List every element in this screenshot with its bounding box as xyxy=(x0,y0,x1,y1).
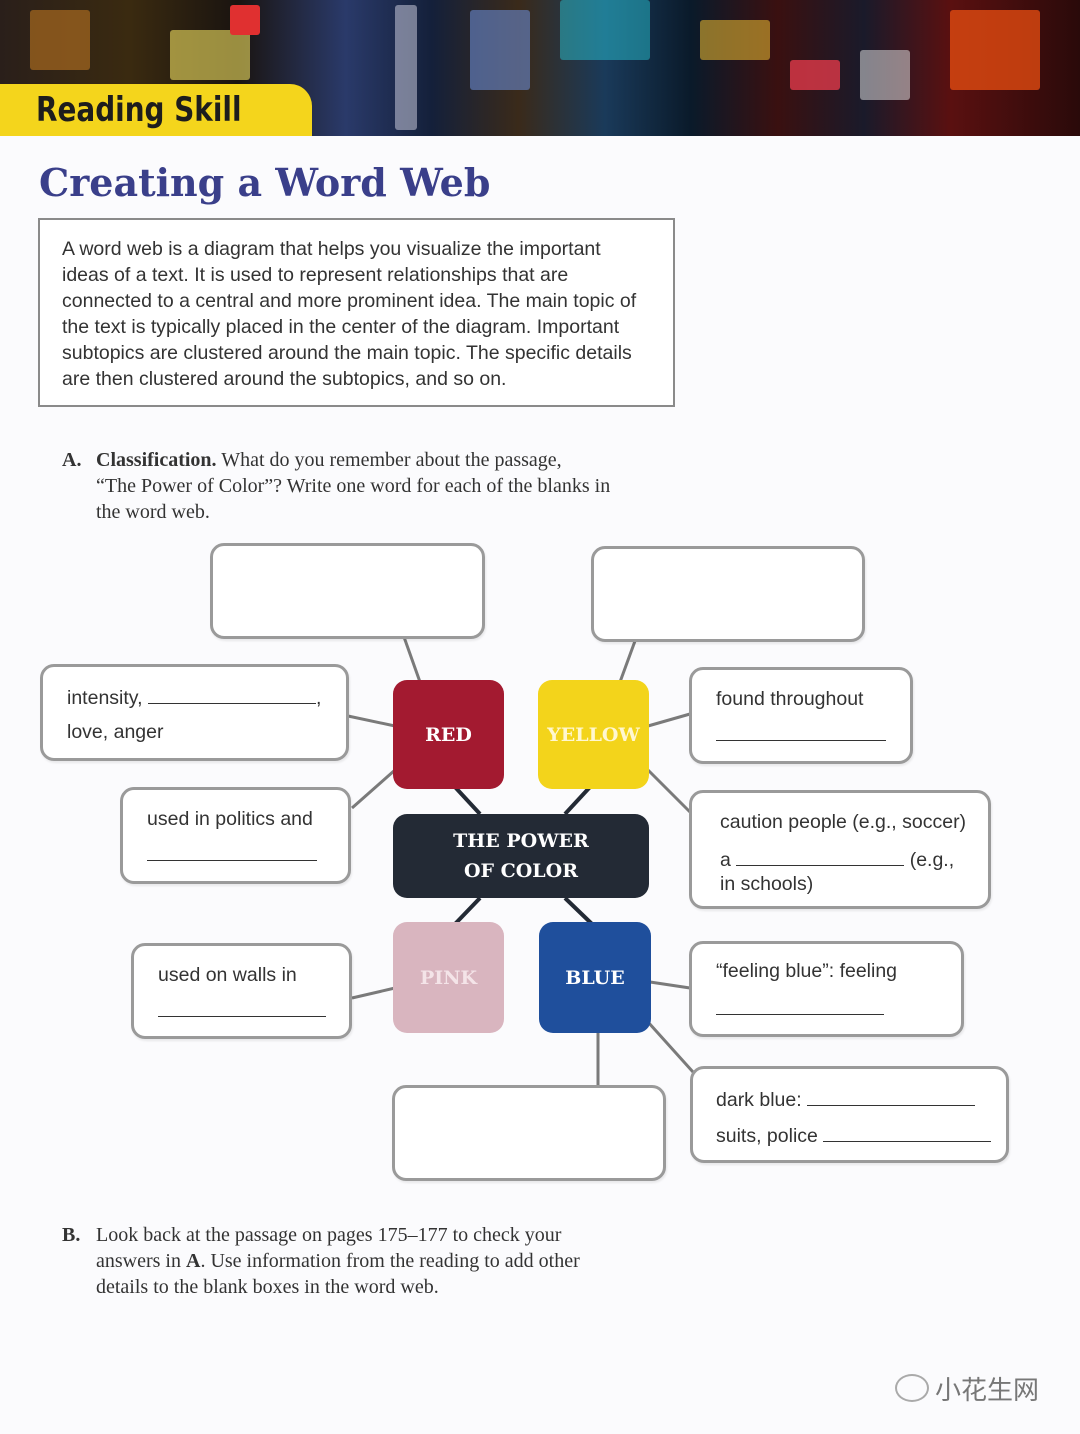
blue-detail-2-line2: suits, police xyxy=(716,1125,818,1147)
blank-box-red-top[interactable] xyxy=(210,543,485,639)
exercise-b-line2-post: . Use information from the reading to ad… xyxy=(200,1250,580,1272)
blue-node: BLUE xyxy=(539,922,651,1033)
watermark: 小花生网 xyxy=(935,1376,1040,1406)
intro-line: connected to a central and more prominen… xyxy=(62,290,637,312)
exercise-b-line3: details to the blank boxes in the word w… xyxy=(96,1276,439,1298)
watermark-logo-icon xyxy=(895,1374,929,1402)
central-topic-node: THE POWER OF COLOR xyxy=(393,814,649,898)
red-detail-1-comma: , xyxy=(315,687,322,709)
exercise-a-heading: Classification. xyxy=(96,449,217,471)
exercise-b-line2-pre: answers in xyxy=(96,1250,181,1272)
blue-detail-box-1: “feeling blue”: feeling xyxy=(689,941,964,1037)
red-detail-box-1: intensity, , love, anger xyxy=(40,664,349,761)
yellow-detail-1-text: found throughout xyxy=(716,688,864,710)
answer-blank[interactable] xyxy=(158,998,326,1017)
red-detail-box-2: used in politics and xyxy=(120,787,351,884)
exercise-b-line1: Look back at the passage on pages 175–17… xyxy=(96,1224,562,1246)
yellow-detail-2-a: a xyxy=(720,849,731,871)
blank-box-yellow-top[interactable] xyxy=(591,546,865,642)
intro-line: are then clustered around the subtopics,… xyxy=(62,368,507,390)
exercise-a-line2: “The Power of Color”? Write one word for… xyxy=(96,475,611,497)
answer-blank[interactable] xyxy=(716,722,886,741)
intro-box: A word web is a diagram that helps you v… xyxy=(38,218,675,407)
intro-line: A word web is a diagram that helps you v… xyxy=(62,238,601,260)
intro-line: the text is typically placed in the cent… xyxy=(62,316,620,338)
blue-detail-2-line1: dark blue: xyxy=(716,1089,802,1111)
section-label: Reading Skill xyxy=(36,90,242,130)
intro-line: ideas of a text. It is used to represent… xyxy=(62,264,569,286)
exercise-b: B. Look back at the passage on pages 175… xyxy=(62,1222,682,1302)
pink-node: PINK xyxy=(393,922,504,1033)
exercise-b-instructions: Look back at the passage on pages 175–17… xyxy=(96,1222,580,1300)
pink-detail-text: used on walls in xyxy=(158,964,297,986)
exercise-a-line3: the word web. xyxy=(96,501,210,523)
blue-detail-1-text: “feeling blue”: feeling xyxy=(716,960,898,982)
red-detail-1-text: intensity, xyxy=(67,687,143,709)
yellow-detail-box-1: found throughout xyxy=(689,667,913,764)
exercise-a-instructions: Classification. What do you remember abo… xyxy=(96,447,610,525)
pink-detail-box: used on walls in xyxy=(131,943,352,1039)
central-topic-line1: THE POWER xyxy=(453,830,589,852)
answer-blank[interactable] xyxy=(147,842,317,861)
exercise-a-label: A. xyxy=(62,449,82,471)
yellow-detail-2-line3: in schools) xyxy=(720,873,814,895)
answer-blank[interactable] xyxy=(716,996,884,1015)
exercise-b-line2-bold: A xyxy=(185,1250,201,1272)
exercise-a-line1: What do you remember about the passage, xyxy=(221,449,562,471)
intro-text: A word web is a diagram that helps you v… xyxy=(62,236,662,392)
red-detail-2-text: used in politics and xyxy=(147,808,313,830)
answer-blank[interactable] xyxy=(147,685,316,704)
section-tab xyxy=(0,84,312,136)
exercise-a: A. Classification. What do you remember … xyxy=(62,447,682,527)
page-title: Creating a Word Web xyxy=(39,160,491,205)
red-node: RED xyxy=(393,680,504,789)
yellow-detail-2-eg: (e.g., xyxy=(909,849,955,871)
blank-box-blue-bottom[interactable] xyxy=(392,1085,666,1181)
red-detail-1-line2: love, anger xyxy=(67,721,164,743)
answer-blank[interactable] xyxy=(807,1087,976,1106)
answer-blank[interactable] xyxy=(736,847,905,866)
blue-detail-box-2: dark blue: suits, police xyxy=(690,1066,1009,1163)
yellow-detail-2-line1: caution people (e.g., soccer) xyxy=(720,811,967,833)
yellow-detail-box-2: caution people (e.g., soccer) a (e.g., i… xyxy=(689,790,991,909)
intro-line: subtopics are clustered around the main … xyxy=(62,342,632,364)
exercise-b-label: B. xyxy=(62,1224,81,1246)
answer-blank[interactable] xyxy=(823,1123,992,1142)
yellow-node: YELLOW xyxy=(538,680,649,789)
central-topic-line2: OF COLOR xyxy=(463,860,579,882)
